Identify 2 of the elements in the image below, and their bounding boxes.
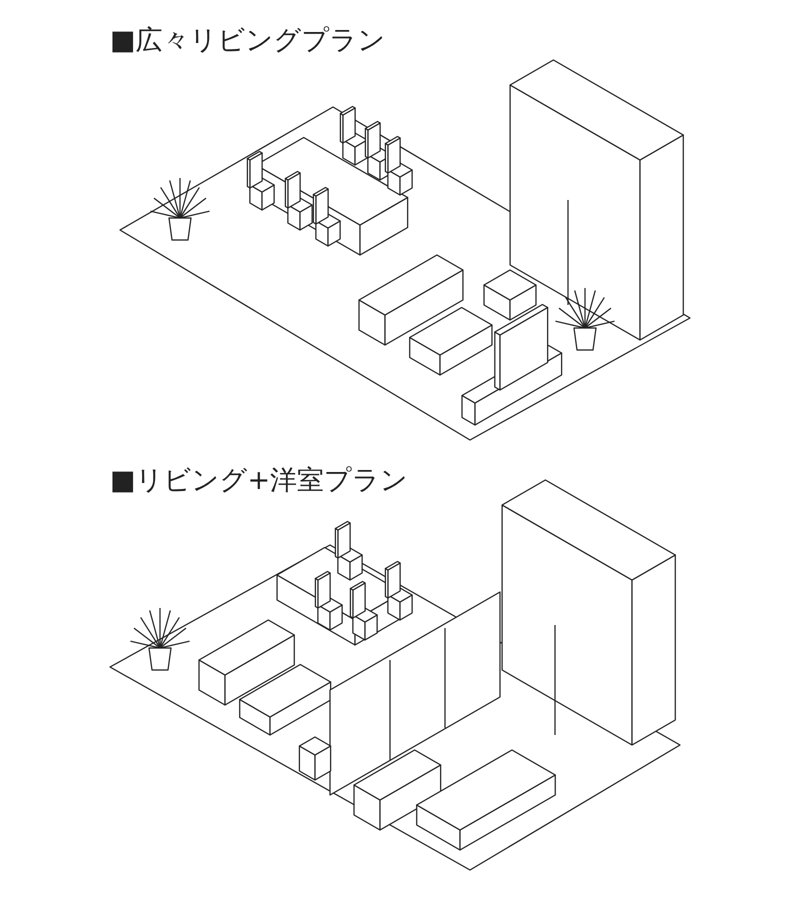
plan-heading: ■広々リビングプラン [110,24,386,58]
plan-heading: ■リビング+洋室プラン [110,464,408,498]
